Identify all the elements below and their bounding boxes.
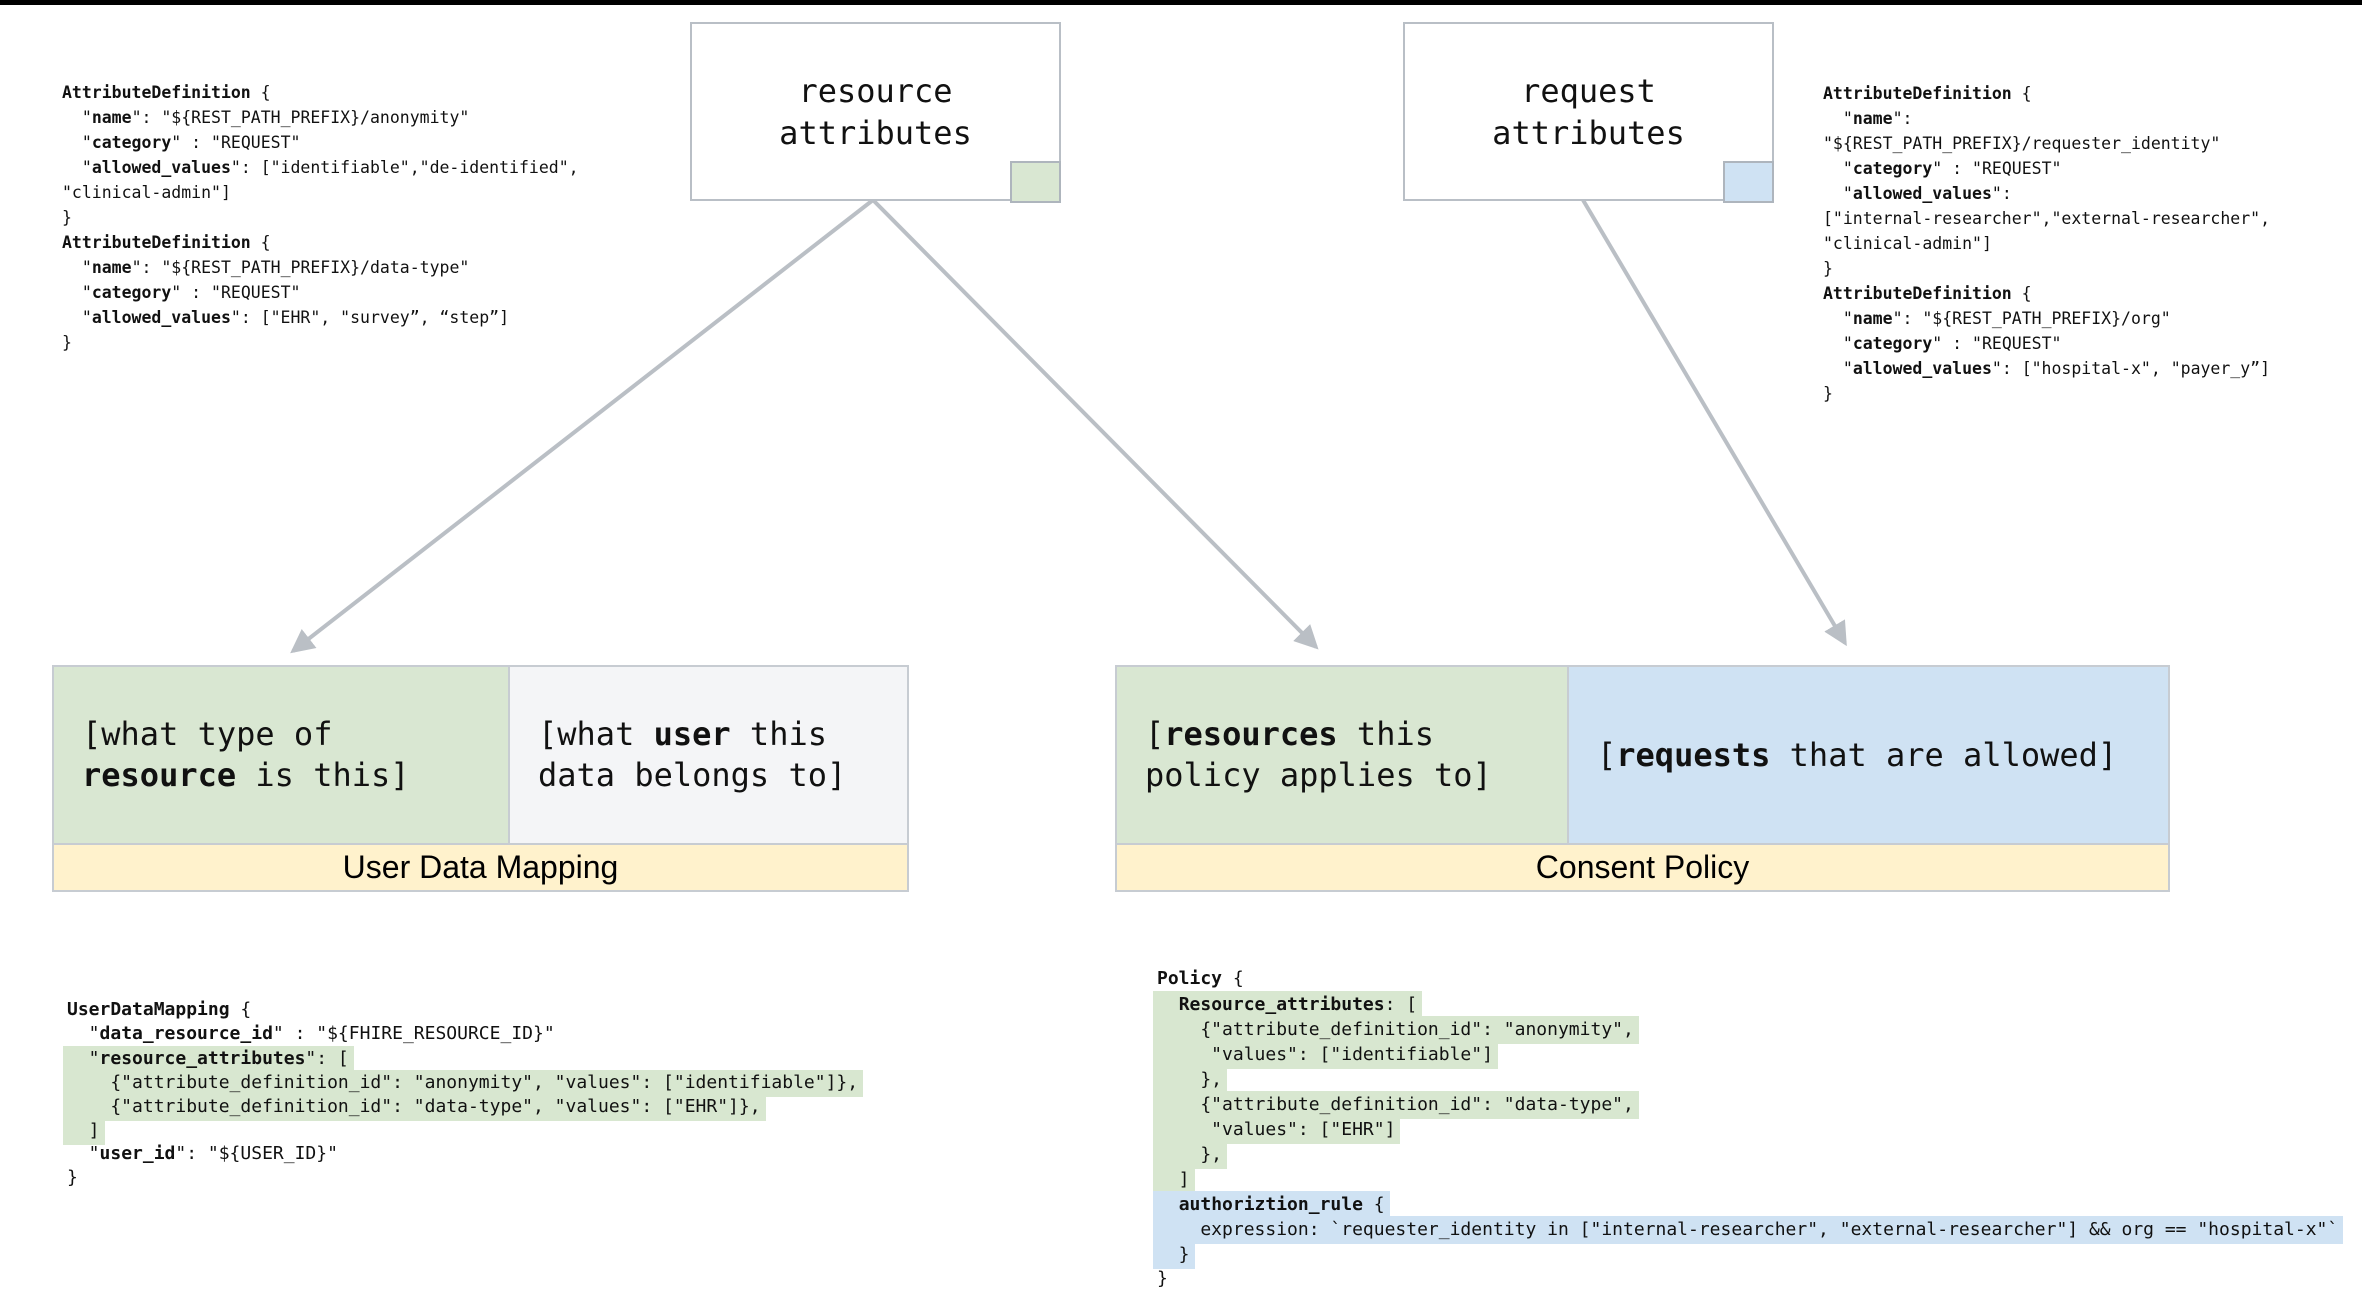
resource-green-swatch [1010, 161, 1061, 203]
user-data-mapping-json-code: UserDataMapping { "data_resource_id" : "… [63, 998, 864, 1190]
arrow-request-to-consent-policy [1581, 198, 1847, 647]
request-blue-swatch [1723, 161, 1774, 203]
top-edge-bar [0, 0, 2362, 5]
user-data-mapping-title: User Data Mapping [54, 843, 907, 890]
resource-attribute-definitions-code: AttributeDefinition { "name": "${REST_PA… [62, 83, 579, 352]
consent-policy-title: Consent Policy [1117, 843, 2168, 890]
cp-requests-cell: [requests that are allowed] [1569, 667, 2168, 843]
request-attribute-definitions-code: AttributeDefinition { "name":"${REST_PAT… [1823, 84, 2271, 403]
arrow-resource-to-consent-policy [871, 198, 1319, 650]
policy-json-code: Policy { Resource_attributes: [ {"attrib… [1153, 966, 2344, 1291]
